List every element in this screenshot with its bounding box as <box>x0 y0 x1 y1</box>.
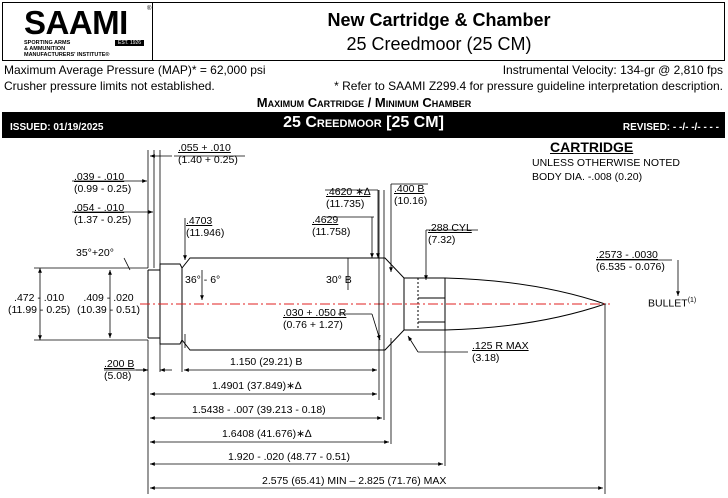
cartridge-note-1: UNLESS OTHERWISE NOTED <box>532 157 680 169</box>
dim-409: .409 - .020(10.39 - 0.51) <box>77 292 141 316</box>
dim-4703: .4703(11.946) <box>186 215 225 239</box>
angle-35: 35°+20° <box>76 247 114 259</box>
len-2575: 2.575 (65.41) MIN – 2.825 (71.76) MAX <box>262 475 447 487</box>
header-frame <box>2 2 725 61</box>
dim-030: .030 + .050 R(0.76 + 1.27) <box>283 307 347 331</box>
angle-30: 30° B <box>326 274 352 286</box>
len-1920: 1.920 - .020 (48.77 - 0.51) <box>228 451 350 463</box>
issued-date: ISSUED: 01/19/2025 <box>10 122 104 133</box>
velocity-text: Instrumental Velocity: 134-gr @ 2,810 fp… <box>502 63 723 77</box>
logo-registered-mark: ® <box>147 6 152 12</box>
cartridge-name: 25 Creedmoor [25 CM] <box>283 114 444 131</box>
title-bar: ISSUED: 01/19/2025 25 Creedmoor [25 CM] … <box>2 112 725 138</box>
dim-4620: .4620 ∗∆(11.735) <box>326 186 371 210</box>
refer-text: * Refer to SAAMI Z299.4 for pressure gui… <box>334 79 723 93</box>
len-1150: 1.150 (29.21) B <box>230 356 303 368</box>
dim-400: .400 B(10.16) <box>394 183 428 207</box>
len-15438: 1.5438 - .007 (39.213 - 0.18) <box>192 404 326 416</box>
dim-054: .054 - .010(1.37 - 0.25) <box>74 202 132 226</box>
page-title: New Cartridge & Chamber <box>327 10 551 30</box>
page-subtitle: 25 Creedmoor (25 CM) <box>346 34 532 54</box>
section-title: Maximum Cartridge / Minimum Chamber <box>256 95 472 110</box>
dim-2573: .2573 - .0030(6.535 - 0.076) <box>596 249 665 273</box>
len-14901: 1.4901 (37.849)∗∆ <box>212 380 302 392</box>
crusher-text: Crusher pressure limits not established. <box>4 79 215 93</box>
revised-date: REVISED: - -/- -/- - - - <box>622 122 719 133</box>
angle-36: 36° - 6° <box>185 274 221 286</box>
dim-472: .472 - .010(11.99 - 0.25) <box>8 292 71 316</box>
dim-4629: .4629(11.758) <box>312 214 351 238</box>
dim-055: .055 + .010(1.40 + 0.25) <box>178 142 238 166</box>
cartridge-heading: CARTRIDGE <box>550 139 634 155</box>
logo-est-badge: EST. 1926 <box>115 40 145 46</box>
cartridge-note-2: BODY DIA. -.008 (0.20) <box>532 171 643 183</box>
dim-200: .200 B(5.08) <box>104 358 135 382</box>
dim-125: .125 R MAX(3.18) <box>472 340 529 364</box>
bullet-label: BULLET(1) <box>648 297 697 310</box>
dim-288: .288 CYL(7.32) <box>428 222 472 246</box>
dim-039: .039 - .010(0.99 - 0.25) <box>74 171 132 195</box>
header-divider <box>152 2 153 61</box>
map-text: Maximum Average Pressure (MAP)* = 62,000… <box>4 63 266 77</box>
saami-logo: SAAMI <box>24 4 128 41</box>
len-16408: 1.6408 (41.676)∗∆ <box>222 428 312 440</box>
